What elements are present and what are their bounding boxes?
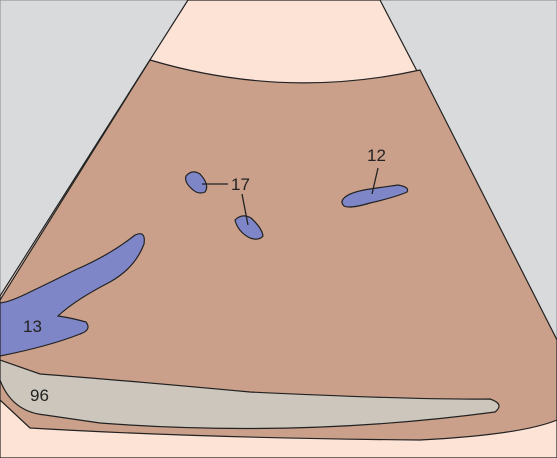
label-96: 96 <box>30 386 49 405</box>
label-13: 13 <box>23 317 42 336</box>
label-17: 17 <box>231 175 250 194</box>
label-12: 12 <box>367 146 386 165</box>
